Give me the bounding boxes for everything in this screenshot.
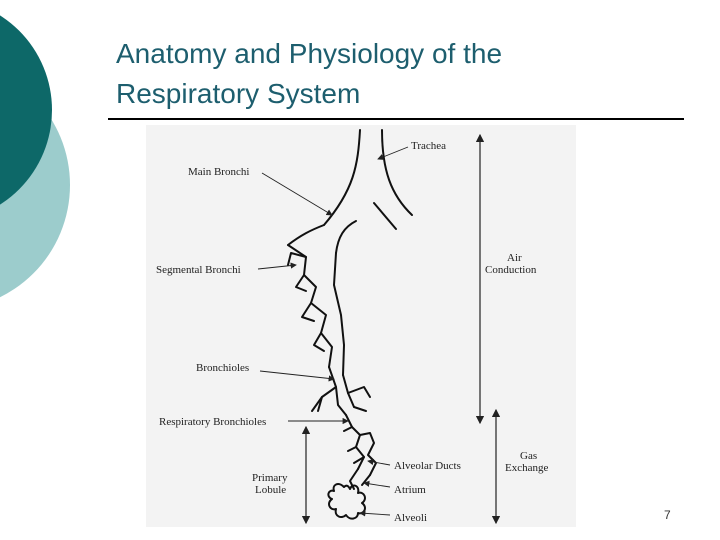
resp-bronchiole-5 xyxy=(353,456,365,464)
segmental-bronchi-pointer xyxy=(257,262,297,270)
label-primary-lobule-line2: Lobule xyxy=(255,484,286,496)
left-main-bronchus-outer xyxy=(287,224,325,246)
atrium-pointer xyxy=(363,480,391,488)
left-main-bronchus-inner xyxy=(335,220,357,254)
alveolar-ducts-pointer xyxy=(367,458,391,466)
trachea-pointer xyxy=(377,146,409,160)
label-primary-lobule-line1: Primary xyxy=(252,472,288,484)
label-main-bronchi: Main Bronchi xyxy=(188,166,249,178)
slide-title-line-2: Respiratory System xyxy=(116,78,361,109)
main-bronchi-pointer xyxy=(261,172,333,216)
bronchial-tree xyxy=(287,129,413,520)
resp-bronchiole-4 xyxy=(347,446,357,452)
label-alveolar-ducts: Alveolar Ducts xyxy=(394,460,461,472)
label-bronchioles: Bronchioles xyxy=(196,362,249,374)
label-gas-exchange-line2: Exchange xyxy=(505,462,548,474)
label-air-conduction-line1: Air xyxy=(507,252,522,264)
label-air-conduction-line2: Conduction xyxy=(485,264,537,276)
trachea-right-wall xyxy=(381,129,413,216)
bronchiole-branch-2 xyxy=(311,396,323,412)
page-number: 7 xyxy=(664,508,671,522)
segmental-branch-2 xyxy=(295,274,307,292)
resp-bronchiole-2 xyxy=(343,426,353,432)
label-segmental-bronchi: Segmental Bronchi xyxy=(156,264,241,276)
resp-bronchiole-1 xyxy=(345,414,365,470)
bronchioles-pointer xyxy=(259,370,335,382)
label-gas-exchange-line1: Gas xyxy=(520,450,537,462)
label-alveoli: Alveoli xyxy=(394,512,427,524)
resp-bronchiole-3 xyxy=(359,432,377,476)
label-respiratory-bronchioles: Respiratory Bronchioles xyxy=(159,416,266,428)
region-brackets xyxy=(301,133,501,525)
right-main-bronchus xyxy=(373,202,397,230)
respiratory-tree-diagram: Trachea Main Bronchi Segmental Bronchi B… xyxy=(146,125,576,527)
segmental-branch-1 xyxy=(287,252,307,266)
alveolar-sac xyxy=(327,483,366,520)
main-stem-right xyxy=(333,252,345,376)
alveoli-pointer xyxy=(359,510,391,517)
dark-teal-circle xyxy=(0,15,52,205)
decorative-circles xyxy=(0,15,70,298)
label-pointers xyxy=(257,146,409,517)
bronchiole-branch-3 xyxy=(347,386,371,398)
slide-title: Anatomy and Physiology of the Respirator… xyxy=(116,34,676,114)
trachea-left-wall xyxy=(323,129,361,226)
title-divider xyxy=(108,118,684,120)
segmental-branch-3 xyxy=(301,302,315,322)
bronchiole-branch-4 xyxy=(353,406,367,412)
label-atrium: Atrium xyxy=(394,484,426,496)
slide-title-line-1: Anatomy and Physiology of the xyxy=(116,38,503,69)
respiratory-tree-svg: Trachea Main Bronchi Segmental Bronchi B… xyxy=(156,129,548,525)
segmental-branch-4 xyxy=(313,332,325,352)
label-trachea: Trachea xyxy=(411,140,446,152)
